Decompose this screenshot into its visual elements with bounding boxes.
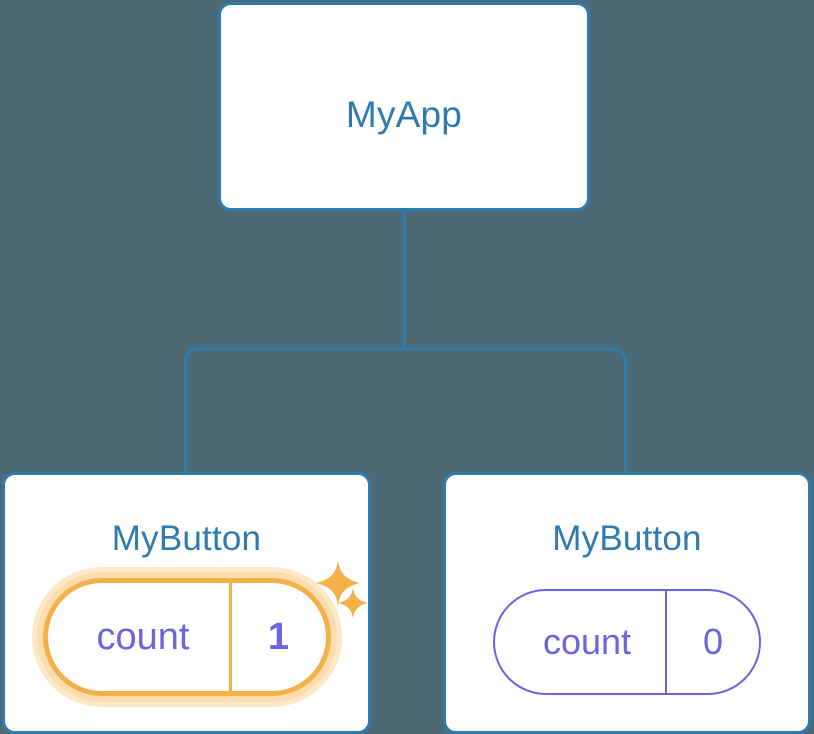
node-title-mybutton-1: MyButton [111,519,262,558]
node-card-mybutton-1[interactable]: MyButton count 1 [2,472,371,734]
counter-pill-wrapper-1: count 1 [42,578,331,696]
counter-pill-1[interactable]: count 1 [42,578,331,696]
connector-bus-left [184,347,405,472]
node-title-myapp: MyApp [345,94,463,135]
counter-label-2: count [542,621,632,662]
counter-pill-wrapper-2: count 0 [493,589,761,695]
counter-value-2: 0 [702,621,724,662]
connector-bus-right [404,347,627,472]
counter-divider-2 [665,591,667,693]
counter-pill-2[interactable]: count 0 [493,589,761,695]
node-title-mybutton-2: MyButton [552,519,702,558]
node-card-mybutton-2[interactable]: MyButton count 0 [443,472,811,734]
counter-divider-1 [228,583,232,691]
counter-value-1: 1 [267,615,290,658]
counter-label-1: count [96,615,190,658]
node-card-myapp[interactable]: MyApp [218,2,590,211]
